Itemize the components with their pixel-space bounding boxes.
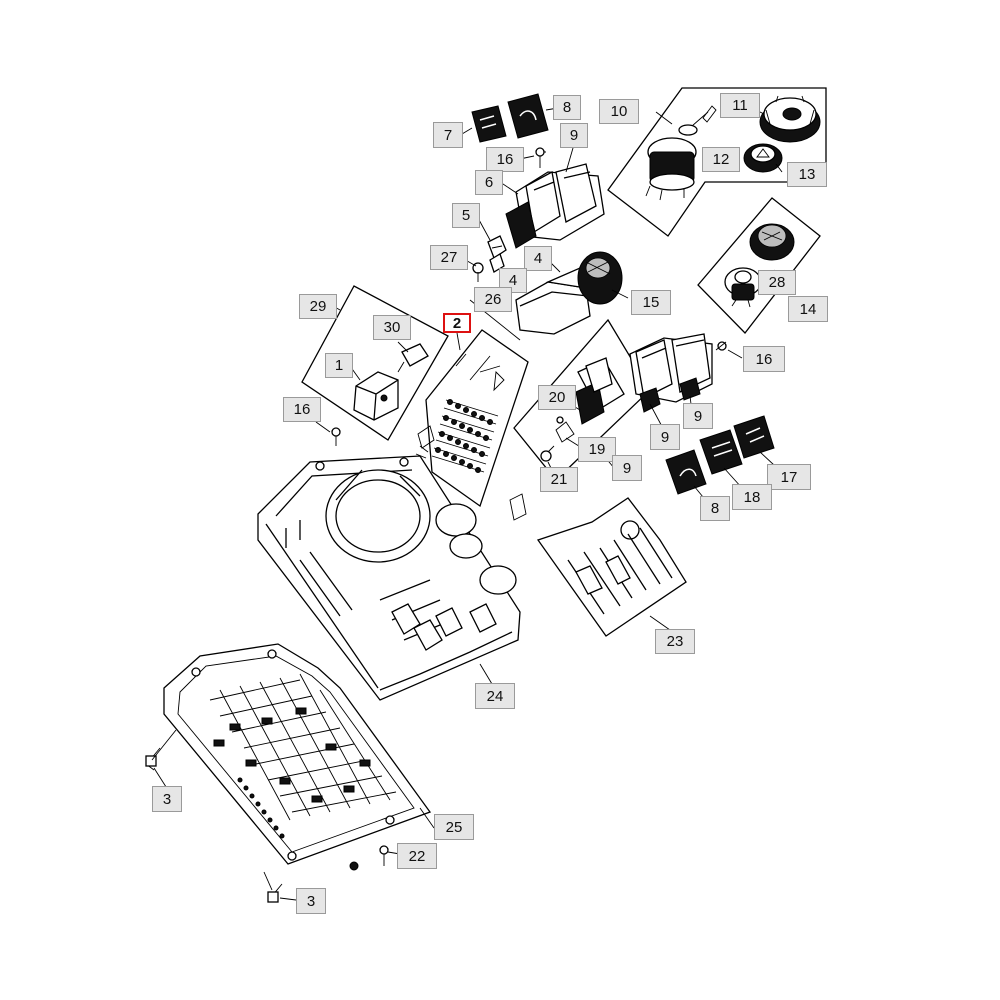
callout-3[interactable]: 3 [152,786,182,812]
callout-18[interactable]: 18 [732,484,772,510]
callout-14[interactable]: 14 [788,296,828,322]
callout-10[interactable]: 10 [599,99,639,124]
callout-26[interactable]: 26 [474,287,512,312]
callout-12[interactable]: 12 [702,147,740,172]
switch-block-4 [515,251,623,335]
label-plates-top [471,93,549,143]
callout-17[interactable]: 17 [767,464,811,490]
callout-22[interactable]: 22 [397,843,437,869]
circuit-board-25 [163,643,432,865]
callout-28[interactable]: 28 [758,270,796,295]
callout-6[interactable]: 6 [475,170,503,195]
callout-16[interactable]: 16 [486,147,524,172]
callout-19[interactable]: 19 [578,437,616,462]
callout-3[interactable]: 3 [296,888,326,914]
switch-group-frame-14 [697,197,821,334]
dash-housing-24 [257,455,521,701]
callout-25[interactable]: 25 [434,814,474,840]
switch-group-frame-9 [513,318,651,481]
callout-9[interactable]: 9 [560,123,588,148]
callout-29[interactable]: 29 [299,294,337,319]
callout-11[interactable]: 11 [720,93,760,118]
callout-5[interactable]: 5 [452,203,480,228]
callout-8[interactable]: 8 [700,496,730,521]
callout-15[interactable]: 15 [631,290,671,315]
callout-9[interactable]: 9 [650,424,680,450]
callout-7[interactable]: 7 [433,122,463,148]
callout-16[interactable]: 16 [283,397,321,422]
switch-group-frame-10 [607,87,827,237]
rocker-switch-6 [505,147,605,249]
callout-30[interactable]: 30 [373,315,411,340]
clip-5 [472,235,507,282]
callout-4-lower[interactable]: 4 [499,268,527,293]
circuit-strip-2 [415,329,529,521]
callout-1[interactable]: 1 [325,353,353,378]
screws [145,427,389,903]
callout-24[interactable]: 24 [475,683,515,709]
callout-2-selected[interactable]: 2 [443,313,471,333]
callout-9[interactable]: 9 [683,403,713,429]
callout-8[interactable]: 8 [553,95,581,120]
cover-plate-23 [536,497,687,637]
callout-13[interactable]: 13 [787,162,827,187]
callout-9[interactable]: 9 [612,455,642,481]
callout-4-upper[interactable]: 4 [524,246,552,271]
callout-27[interactable]: 27 [430,245,468,270]
label-plates-right [665,415,775,495]
callout-20[interactable]: 20 [538,385,576,410]
callout-21[interactable]: 21 [540,467,578,492]
rocker-switch-pair-9 [629,333,727,413]
callout-23[interactable]: 23 [655,629,695,654]
callout-16[interactable]: 16 [743,346,785,372]
